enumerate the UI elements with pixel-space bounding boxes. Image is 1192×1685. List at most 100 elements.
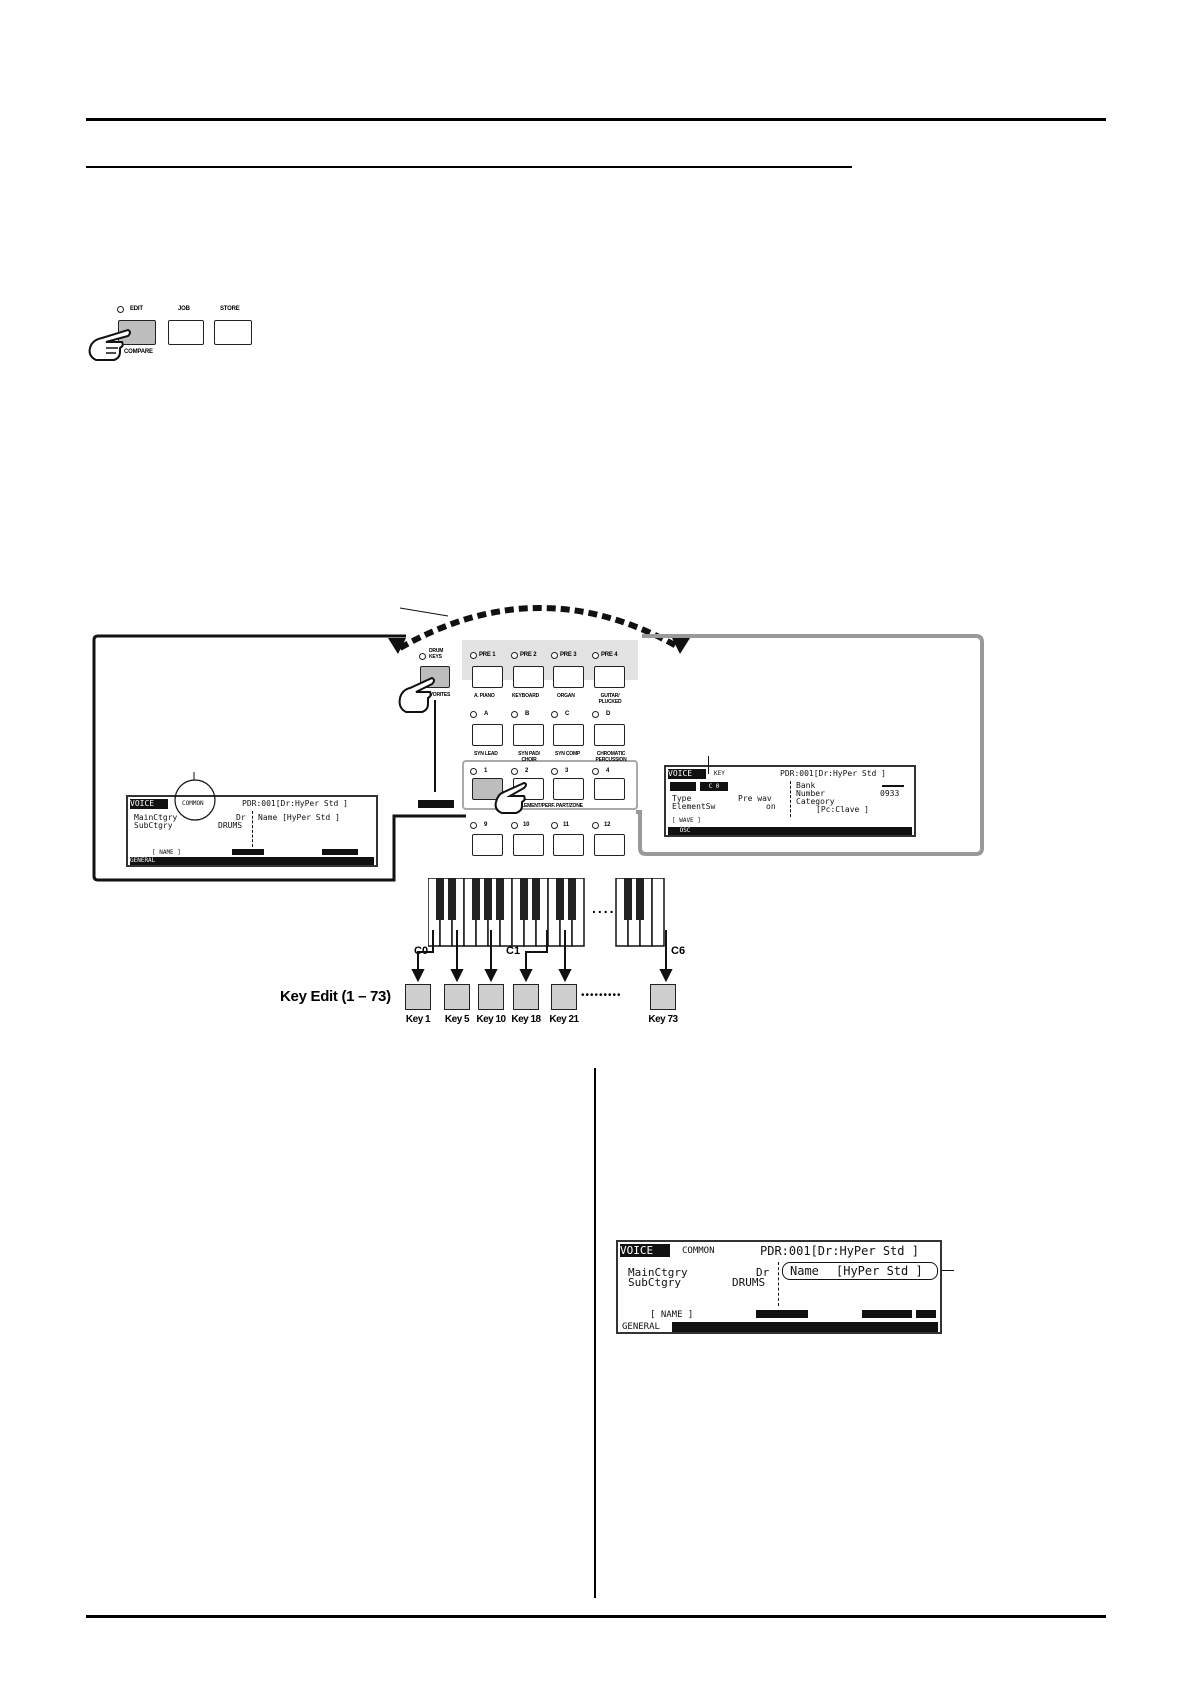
drum-keys-led: [419, 653, 426, 660]
num10-button[interactable]: [513, 834, 544, 856]
key-10-label: Key 10: [476, 1014, 506, 1025]
pre1-name: A. PIANO: [474, 693, 495, 699]
lcd-title: VOICE: [130, 799, 168, 809]
lcd-large-name-box: [782, 1262, 938, 1280]
lcd-key-bank-value: [882, 785, 904, 787]
key-row-dots: •••••••••: [581, 990, 622, 1001]
num11-label: 11: [563, 822, 569, 828]
pre4-button[interactable]: [594, 666, 625, 688]
lcd-key-type-value: Pre wav: [738, 794, 772, 803]
lcd-large-menu-active: GENERAL: [622, 1322, 660, 1332]
num3-button[interactable]: [553, 778, 584, 800]
num1-label: 1: [484, 768, 488, 774]
lcd-large-tab: COMMON: [682, 1246, 715, 1256]
bank-a-label: A: [484, 711, 489, 717]
lcd-key-wave-tab: C 0: [700, 782, 728, 791]
c1-label: C1: [506, 945, 521, 957]
pre1-button[interactable]: [472, 666, 503, 688]
edit-led: [117, 306, 124, 313]
num12-label: 12: [604, 822, 611, 828]
lcd-key-menu-bar: [702, 827, 912, 835]
pre2-led: [511, 652, 518, 659]
bank-a-led: [470, 711, 477, 718]
num4-label: 4: [606, 768, 610, 774]
num1-led: [470, 768, 477, 775]
bank-b-label: B: [525, 711, 530, 717]
lcd-large-line1-value: Dr: [756, 1266, 770, 1279]
black-key: [624, 878, 632, 920]
lcd-menu-bar: [168, 857, 374, 865]
key-18-label: Key 18: [511, 1014, 541, 1025]
lcd-large-menu-bar: [672, 1322, 938, 1332]
key-arrows: [411, 930, 673, 982]
lcd-key-type: Type: [672, 794, 692, 803]
pre3-button[interactable]: [553, 666, 584, 688]
pointing-hand-icon: [398, 676, 435, 713]
pre2-button[interactable]: [513, 666, 544, 688]
pre4-label: PRE 4: [601, 652, 618, 658]
lcd-bottom-label: [ NAME ]: [152, 849, 181, 856]
lcd-large-line1: MainCtgry: [628, 1266, 688, 1279]
bank-c-button[interactable]: [553, 724, 584, 746]
pre3-led: [551, 652, 558, 659]
whistle-icon: [650, 984, 676, 1010]
lcd-large-divider: [778, 1262, 780, 1306]
lcd-line2: SubCtgry: [134, 821, 173, 830]
key-5-label: Key 5: [444, 1014, 470, 1025]
bank-a-button[interactable]: [472, 724, 503, 746]
curved-dashed-arrow: [388, 605, 690, 654]
lcd-key-category-value: [Pc:Clave ]: [816, 805, 869, 814]
num4-button[interactable]: [594, 778, 625, 800]
lcd-large-softkey-1: [756, 1310, 808, 1318]
keyboard-ellipsis: ....: [592, 900, 616, 916]
lcd-large-bottom-label: [ NAME ]: [650, 1310, 694, 1320]
black-key: [484, 878, 492, 920]
lcd-large-name-value[interactable]: [HyPer Std ]: [836, 1264, 923, 1278]
num1-button[interactable]: [472, 778, 503, 800]
panel-vertical-line: [434, 700, 436, 792]
common-button-strip[interactable]: [418, 800, 454, 808]
num11-led: [551, 822, 558, 829]
bank-a-name: SYN LEAD: [474, 751, 498, 757]
bank-d-button[interactable]: [594, 724, 625, 746]
pointing-hand-icon: [88, 328, 131, 361]
num11-button[interactable]: [553, 834, 584, 856]
num3-led: [551, 768, 558, 775]
black-key: [436, 878, 444, 920]
key-21-label: Key 21: [549, 1014, 579, 1025]
lcd-key: VOICE KEY PDR:001[Dr:HyPer Std ] C 0 Typ…: [664, 765, 916, 837]
shaker-icon: [551, 984, 577, 1010]
lcd-tab: COMMON: [182, 800, 204, 807]
job-button[interactable]: [168, 320, 204, 345]
pre1-led: [470, 652, 477, 659]
num9-led: [470, 822, 477, 829]
common-edit-bracket: [92, 634, 466, 882]
lcd-key-divider: [790, 781, 792, 817]
black-key: [448, 878, 456, 920]
c6-label: C6: [671, 945, 686, 957]
bank-c-label: C: [565, 711, 570, 717]
lcd-key-title: VOICE: [668, 769, 706, 779]
lcd-key-header: PDR:001[Dr:HyPer Std ]: [780, 769, 886, 778]
pre3-name: ORGAN: [557, 693, 575, 699]
lcd-large-line2-value: DRUMS: [732, 1276, 766, 1289]
lcd-softkey-1: [232, 849, 264, 855]
black-key: [532, 878, 540, 920]
lcd-key-pointer-line: [708, 756, 709, 774]
black-key: [496, 878, 504, 920]
num12-button[interactable]: [594, 834, 625, 856]
pre3-label: PRE 3: [560, 652, 577, 658]
num2-label: 2: [525, 768, 529, 774]
lcd-common-large: VOICE COMMON PDR:001[Dr:HyPer Std ] Main…: [616, 1240, 942, 1334]
key-edit-label: Key Edit (1 – 73): [280, 988, 391, 1005]
bank-b-button[interactable]: [513, 724, 544, 746]
favorites-label: FAVORITES: [424, 692, 451, 698]
section-underline: [86, 166, 852, 168]
black-key: [556, 878, 564, 920]
lcd-large-title: VOICE: [620, 1244, 670, 1257]
store-button[interactable]: [214, 320, 252, 345]
lcd-line1: MainCtgry: [134, 813, 178, 822]
black-key: [636, 878, 644, 920]
num9-button[interactable]: [472, 834, 503, 856]
bank-d-name: CHROMATIC PERCUSSION: [595, 751, 627, 763]
